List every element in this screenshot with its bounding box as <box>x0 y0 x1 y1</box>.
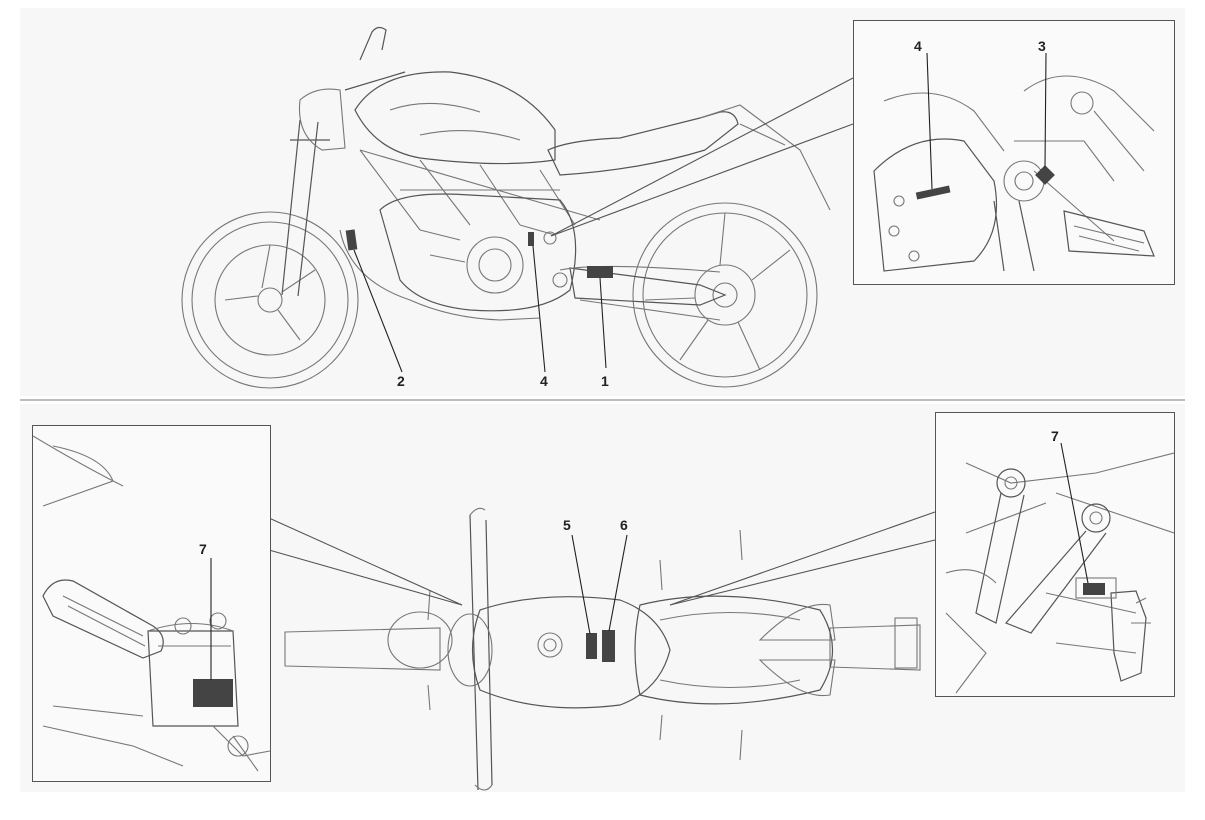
inset-right-leader-7 <box>1060 442 1089 584</box>
inset-top-label-4-patch <box>915 185 951 200</box>
zoom-line-top-2 <box>550 123 854 237</box>
exhaust <box>339 229 541 321</box>
callout-side-2: 2 <box>397 373 405 389</box>
callout-side-1: 1 <box>601 373 609 389</box>
inset-right-label-7-patch <box>1083 583 1105 595</box>
brake-reservoir <box>147 630 239 727</box>
rear-wheel <box>632 202 818 388</box>
front-tyre-top <box>284 627 441 671</box>
tail-section <box>699 104 831 211</box>
trellis-frame <box>359 149 601 231</box>
zoom-line-right-1 <box>669 511 936 606</box>
inset-top-leader-4 <box>926 52 933 190</box>
leader-6 <box>608 534 628 632</box>
handlebar-top <box>469 514 493 791</box>
zoom-line-top-1 <box>550 77 854 237</box>
callout-inset-left-7: 7 <box>199 541 207 557</box>
headlight <box>298 88 346 151</box>
inset-top-leader-3 <box>1044 52 1047 168</box>
inset-top-right: 4 3 <box>853 20 1175 285</box>
seat <box>547 111 739 176</box>
inset-bottom-right: 7 <box>935 412 1175 697</box>
leader-2 <box>353 249 403 373</box>
inset-bottom-right-drawing: 7 <box>945 428 1174 694</box>
motorcycle-top-view <box>284 507 921 791</box>
leader-4 <box>532 245 546 373</box>
chain <box>559 265 721 321</box>
zoom-line-left-1 <box>268 517 463 606</box>
label-4-patch <box>528 232 534 246</box>
label-6-patch <box>602 630 615 662</box>
label-1-patch <box>587 266 613 278</box>
inset-top-label-3-patch <box>1035 165 1055 185</box>
callout-inset-top-4: 4 <box>914 38 922 54</box>
inset-bottom-left: 7 <box>32 425 271 782</box>
callout-top-6: 6 <box>620 517 628 533</box>
motorcycle-side-view <box>181 26 831 389</box>
inset-left-label-7-patch <box>193 679 233 707</box>
callout-inset-top-3: 3 <box>1038 38 1046 54</box>
seat-top <box>634 595 834 705</box>
fuel-tank-top <box>471 596 671 709</box>
zoom-line-left-2 <box>268 549 463 606</box>
fuel-tank <box>354 71 556 165</box>
inset-bottom-left-drawing: 7 <box>33 435 270 772</box>
headlight-top <box>387 611 453 669</box>
front-fork <box>281 119 330 297</box>
callout-inset-right-7: 7 <box>1051 428 1059 444</box>
callout-side-4: 4 <box>540 373 548 389</box>
swingarm <box>569 267 727 306</box>
engine <box>379 193 577 312</box>
leader-1 <box>599 277 607 369</box>
zoom-line-right-2 <box>669 539 936 606</box>
leader-5 <box>571 534 591 635</box>
rear-tyre-top <box>829 624 921 671</box>
callout-top-5: 5 <box>563 517 571 533</box>
handlebar <box>344 26 406 91</box>
inset-top-right-drawing: 4 3 <box>873 38 1155 272</box>
fuel-cap <box>537 632 563 658</box>
label-2-patch <box>345 229 358 251</box>
label-5-patch <box>586 633 597 659</box>
front-wheel <box>181 211 359 389</box>
